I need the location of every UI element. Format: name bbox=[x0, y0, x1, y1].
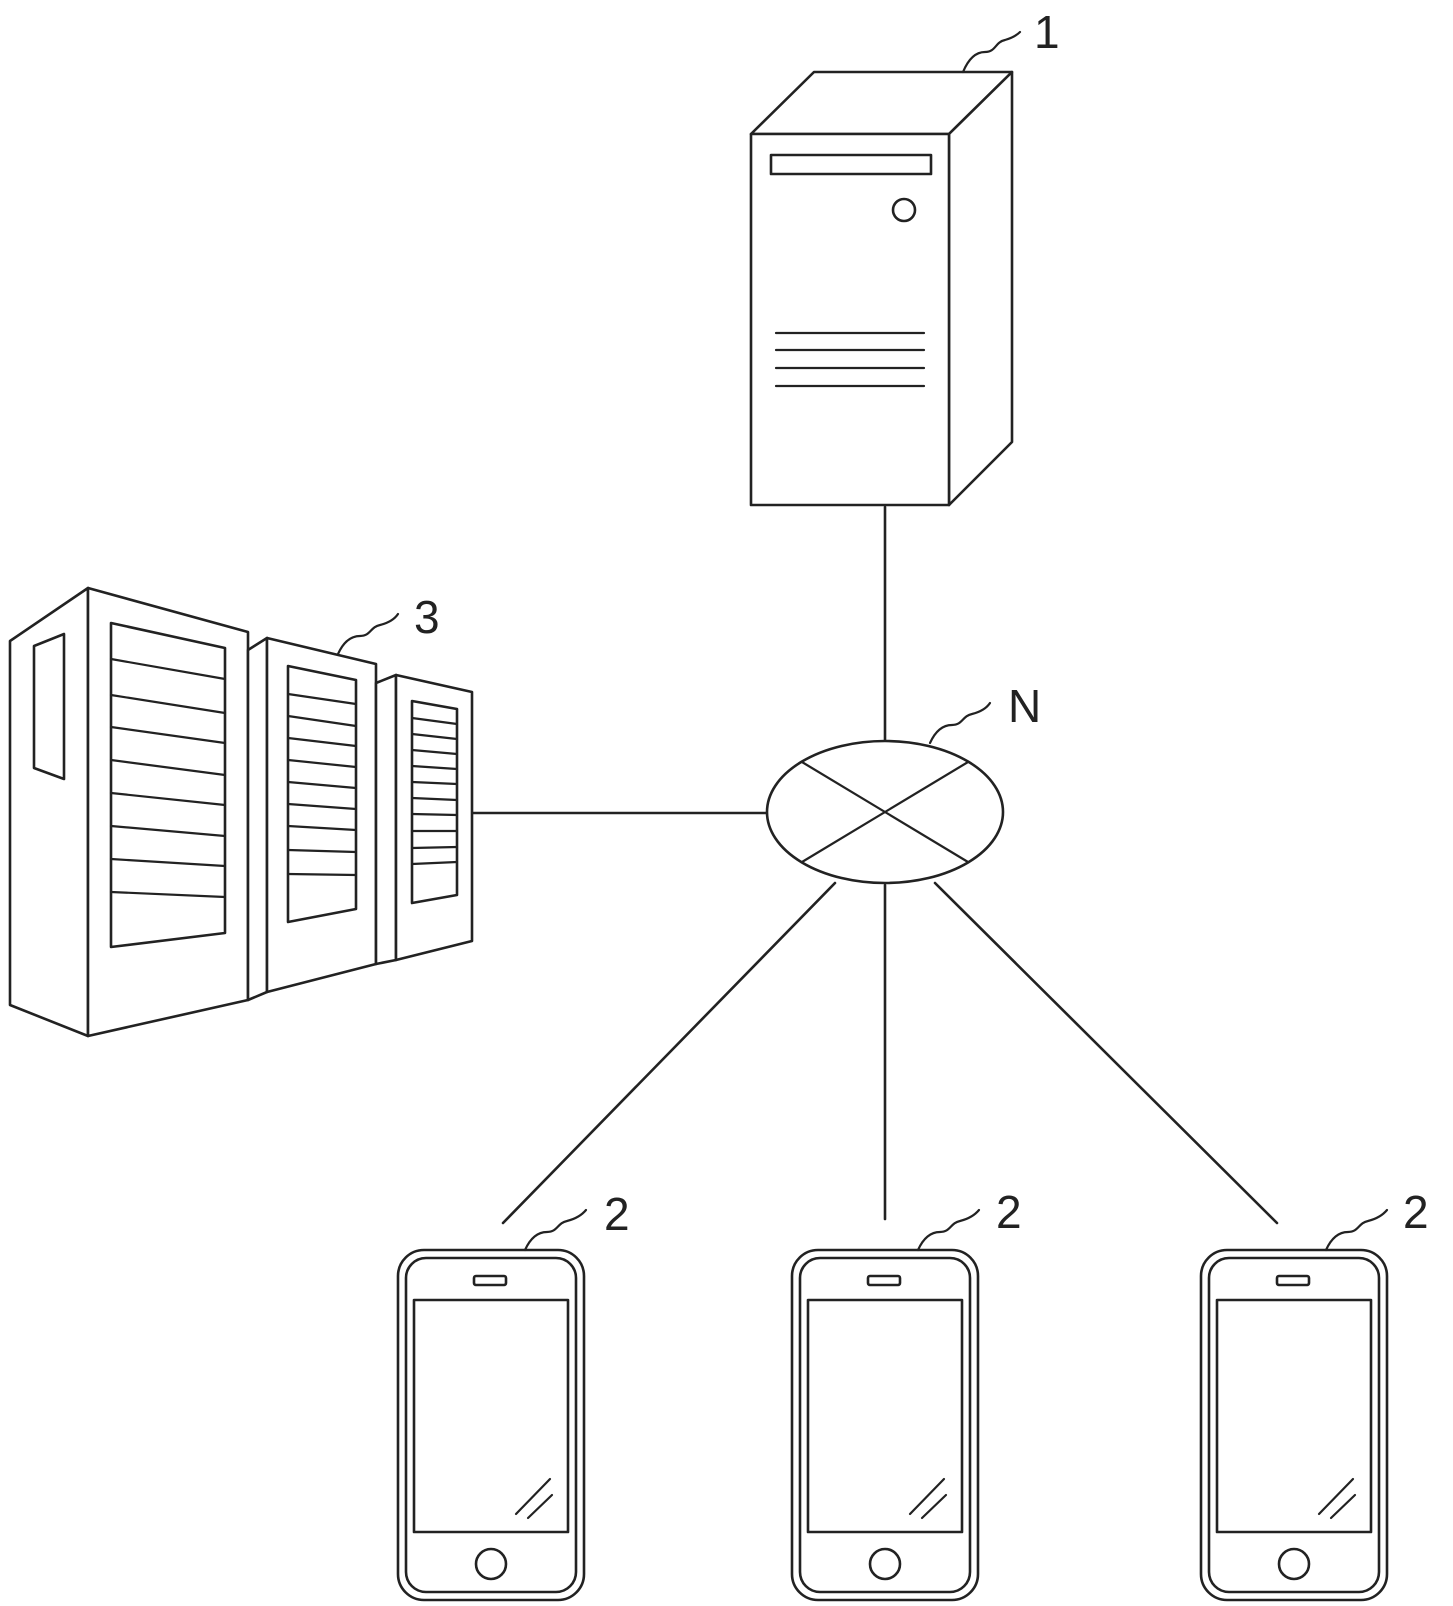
datacenter-label: 3 bbox=[414, 591, 440, 643]
server-label: 1 bbox=[1034, 6, 1060, 58]
datacenter-leader-line bbox=[336, 612, 400, 656]
network-label: N bbox=[1008, 680, 1041, 732]
smartphone-icon bbox=[790, 1248, 980, 1602]
network-leader-line bbox=[928, 701, 992, 745]
terminal-label-middle: 2 bbox=[996, 1186, 1022, 1238]
terminal-label-right: 2 bbox=[1403, 1186, 1429, 1238]
smartphone-icon bbox=[1199, 1248, 1389, 1602]
server-icon bbox=[749, 70, 1014, 507]
server-leader-line bbox=[961, 30, 1022, 74]
link-network-terminal-right bbox=[933, 881, 1279, 1225]
terminal-leader-line-middle bbox=[916, 1208, 981, 1252]
connection-lines bbox=[471, 505, 1279, 1225]
terminal-label-left: 2 bbox=[604, 1188, 630, 1240]
link-network-terminal-left bbox=[501, 881, 837, 1225]
network-icon bbox=[765, 739, 1005, 885]
terminal-leader-line-left bbox=[523, 1208, 588, 1252]
terminal-leader-line-right bbox=[1324, 1208, 1389, 1252]
datacenter-icon bbox=[8, 586, 474, 1038]
smartphone-icon bbox=[396, 1248, 586, 1602]
